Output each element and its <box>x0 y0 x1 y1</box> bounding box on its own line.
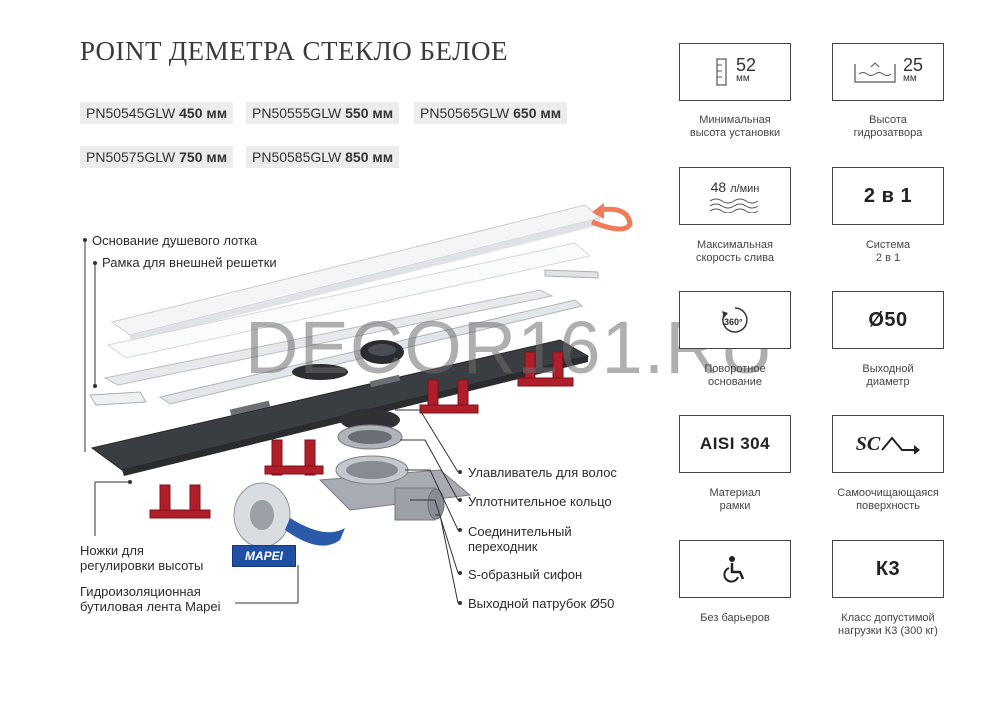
feature-self-clean: SC <box>832 415 944 473</box>
model-chip: PN50585GLW 850 мм <box>246 146 400 168</box>
drain-illustration <box>83 203 633 605</box>
rotate-icon <box>722 307 748 333</box>
mapei-logo: MAPEI <box>232 545 296 567</box>
feature-water-seal: 25 мм <box>832 43 944 101</box>
feature-caption: Поворотное основание <box>704 363 766 388</box>
water-seal-icon <box>854 62 896 83</box>
feature-material: AISI 304 <box>679 415 791 473</box>
label-adapter: Соединительный переходник <box>468 524 572 554</box>
feature-caption: Самоочищающаяся поверхность <box>837 487 939 512</box>
wheelchair-icon <box>723 556 745 583</box>
self-clean-icon <box>881 436 921 454</box>
feature-caption: Материал рамки <box>709 487 761 512</box>
feature-caption: Максимальная скорость слива <box>695 239 774 264</box>
feature-caption: Минимальная высота установки <box>689 114 781 139</box>
ruler-icon <box>716 58 727 86</box>
feature-load-class: К3 <box>832 540 944 598</box>
feature-caption: Класс допустимой нагрузки К3 (300 кг) <box>838 612 938 637</box>
model-chip: PN50565GLW 650 мм <box>414 102 568 124</box>
label-siphon: S-образный сифон <box>468 567 583 582</box>
label-legs: Ножки для регулировки высоты <box>80 543 204 573</box>
label-hair-trap: Улавливатель для волос <box>468 465 617 480</box>
feature-rotation: 360° <box>679 291 791 349</box>
label-outlet: Выходной патрубок Ø50 <box>468 596 615 611</box>
feature-min-height: 52 мм <box>679 43 791 101</box>
feature-2in1: 2 в 1 <box>832 167 944 225</box>
feature-barrier-free <box>679 540 791 598</box>
label-seal-ring: Уплотнительное кольцо <box>468 494 612 509</box>
waves-icon <box>709 198 759 213</box>
feature-flow-rate: 48 л/мин <box>679 167 791 225</box>
model-chip: PN50545GLW 450 мм <box>80 102 234 124</box>
page-title: POINT ДЕМЕТРА СТЕКЛО БЕЛОЕ <box>80 36 508 66</box>
model-chip: PN50575GLW 750 мм <box>80 146 234 168</box>
feature-caption: Высота гидрозатвора <box>853 114 923 139</box>
label-frame: Рамка для внешней решетки <box>102 255 277 270</box>
feature-caption: Без барьеров <box>700 612 770 624</box>
feature-diameter: Ø50 <box>832 291 944 349</box>
label-tape: Гидроизоляционная бутиловая лента Mapei <box>80 584 221 614</box>
model-chip: PN50555GLW 550 мм <box>246 102 400 124</box>
feature-caption: Система 2 в 1 <box>865 239 911 264</box>
label-tray-base: Основание душевого лотка <box>92 233 258 248</box>
feature-caption: Выходной диаметр <box>862 363 914 388</box>
